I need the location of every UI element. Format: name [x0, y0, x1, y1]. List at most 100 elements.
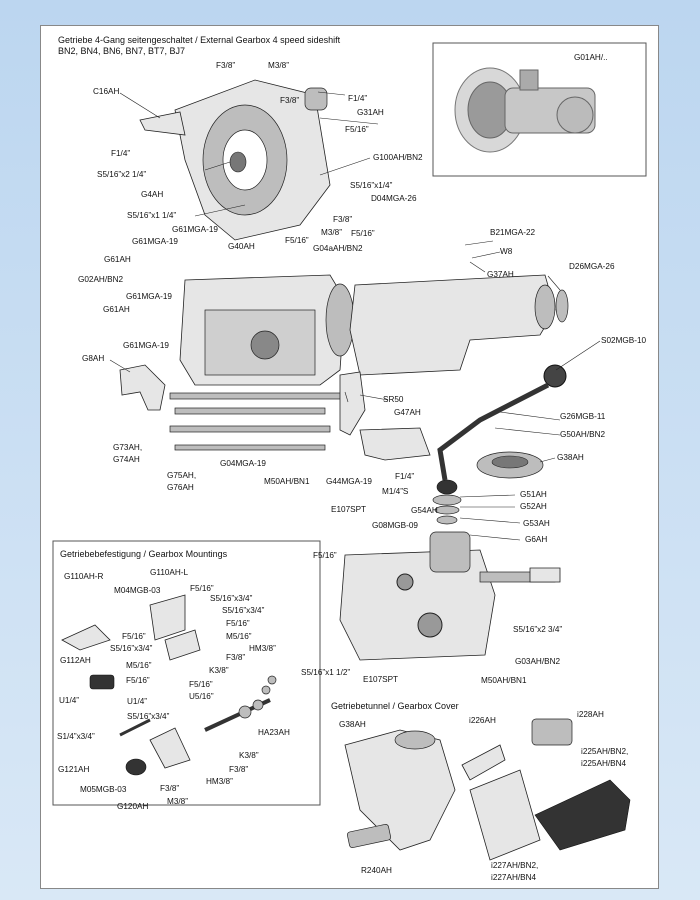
- part-label: F1/4”: [395, 472, 415, 481]
- part-label: F3/8”: [229, 765, 249, 774]
- part-label: M50AH/BN1: [481, 676, 527, 685]
- part-label: F3/8”: [216, 61, 236, 70]
- part-label: G47AH: [394, 408, 421, 417]
- part-label: G74AH: [113, 455, 140, 464]
- part-label: F5/16”: [189, 680, 213, 689]
- part-label: G53AH: [523, 519, 550, 528]
- part-label: HA23AH: [258, 728, 290, 737]
- gearbox-tunnel-part: [344, 718, 631, 861]
- part-label: D04MGA-26: [371, 194, 417, 203]
- photo-label: G01AH/..: [574, 53, 608, 62]
- mounting-parts: [61, 594, 277, 776]
- main-title-line1: Getriebe 4-Gang seitengeschaltet / Exter…: [58, 35, 341, 45]
- part-label: G76AH: [167, 483, 194, 492]
- part-label: S5/16”x1/4”: [350, 181, 393, 190]
- part-label: F5/16”: [345, 125, 369, 134]
- gearbox-photo-icon: [454, 67, 596, 153]
- part-label: i226AH: [469, 716, 496, 725]
- part-label: S5/16”x2 3/4”: [513, 625, 563, 634]
- leader-lines: [109, 91, 601, 541]
- part-label: G40AH: [228, 242, 255, 251]
- part-label: G52AH: [520, 502, 547, 511]
- part-label: G61AH: [103, 305, 130, 314]
- part-label: i225AH/BN4: [581, 759, 627, 768]
- part-label: U1/4”: [127, 697, 148, 706]
- main-title: Getriebe 4-Gang seitengeschaltet / Exter…: [58, 35, 340, 58]
- part-label: M04MGB-03: [114, 586, 161, 595]
- part-label: S5/16”x3/4”: [210, 594, 253, 603]
- part-label: F1/4”: [111, 149, 131, 158]
- part-label: G37AH: [487, 270, 514, 279]
- gearbox-casing-part: [179, 274, 355, 386]
- part-label: SR50: [383, 395, 404, 404]
- part-label: G26MGB-11: [560, 412, 606, 421]
- part-label: M3/8”: [268, 61, 289, 70]
- part-label: G8AH: [82, 354, 105, 363]
- part-label: M5/16”: [126, 661, 152, 670]
- part-label: S02MGB-10: [601, 336, 647, 345]
- part-label: G100AH/BN2: [373, 153, 423, 162]
- part-label: S5/16”x1 1/4”: [127, 211, 177, 220]
- part-label: G54AH: [411, 506, 438, 515]
- part-label: G31AH: [357, 108, 384, 117]
- part-label: G120AH: [117, 802, 149, 811]
- part-label: F5/16”: [190, 584, 214, 593]
- part-label: F5/16”: [226, 619, 250, 628]
- part-label: G51AH: [520, 490, 547, 499]
- part-label: G08MGB-09: [372, 521, 418, 530]
- part-label: F3/8”: [280, 96, 300, 105]
- cover-title: Getriebetunnel / Gearbox Cover: [331, 701, 459, 711]
- part-label: G61AH: [104, 255, 131, 264]
- part-label: S5/16”x3/4”: [127, 712, 170, 721]
- shift-bracket-part: [339, 371, 431, 461]
- part-label: M5/16”: [226, 632, 252, 641]
- side-cover-part: [339, 531, 561, 661]
- part-label: i227AH/BN2,: [491, 861, 539, 870]
- part-label: F5/16”: [126, 676, 150, 685]
- part-label: S5/16”x3/4”: [222, 606, 265, 615]
- part-label: F3/8”: [160, 784, 180, 793]
- part-label: R240AH: [361, 866, 392, 875]
- part-label: HM3/8”: [206, 777, 233, 786]
- part-label: G6AH: [525, 535, 548, 544]
- gear-lever-part: [432, 364, 567, 525]
- part-label: M3/8”: [167, 797, 188, 806]
- part-label: G61MGA-19: [126, 292, 172, 301]
- part-label: U5/16”: [189, 692, 214, 701]
- selector-rods-part: [169, 392, 346, 451]
- main-title-line2: BN2, BN4, BN6, BN7, BT7, BJ7: [58, 46, 186, 57]
- part-label: U1/4”: [59, 696, 80, 705]
- mountings-title: Getriebebefestigung / Gearbox Mountings: [60, 549, 228, 559]
- part-label: F3/8”: [226, 653, 246, 662]
- part-label: G61MGA-19: [123, 341, 169, 350]
- part-label: F3/8”: [333, 215, 353, 224]
- part-label: M05MGB-03: [80, 785, 127, 794]
- part-label: G04aAH/BN2: [313, 244, 363, 253]
- part-label: D26MGA-26: [569, 262, 615, 271]
- part-label: G75AH,: [167, 471, 197, 480]
- part-label: E107SPT: [331, 505, 367, 514]
- part-label: G38AH: [339, 720, 366, 729]
- part-label: F5/16”: [285, 236, 309, 245]
- part-label: G121AH: [58, 765, 90, 774]
- part-label: S5/16”x3/4”: [110, 644, 153, 653]
- part-label: W8: [500, 247, 513, 256]
- part-label: G44MGA-19: [326, 477, 372, 486]
- part-label: i225AH/BN2,: [581, 747, 629, 756]
- part-label: G110AH-R: [64, 572, 104, 581]
- part-label: B21MGA-22: [490, 228, 536, 237]
- part-label: F1/4”: [348, 94, 368, 103]
- part-label: G73AH,: [113, 443, 143, 452]
- part-label: G110AH-L: [150, 568, 189, 577]
- part-label: S5/16”x2 1/4”: [97, 170, 147, 179]
- part-label: G112AH: [60, 656, 91, 665]
- part-label: G4AH: [141, 190, 164, 199]
- part-label: i227AH/BN4: [491, 873, 537, 882]
- part-label: S1/4”x3/4”: [57, 732, 95, 741]
- part-label: G50AH/BN2: [560, 430, 606, 439]
- part-label: G03AH/BN2: [515, 657, 561, 666]
- part-label: M3/8”: [321, 228, 342, 237]
- part-label: M1/4”S: [382, 487, 409, 496]
- part-label: F5/16”: [122, 632, 146, 641]
